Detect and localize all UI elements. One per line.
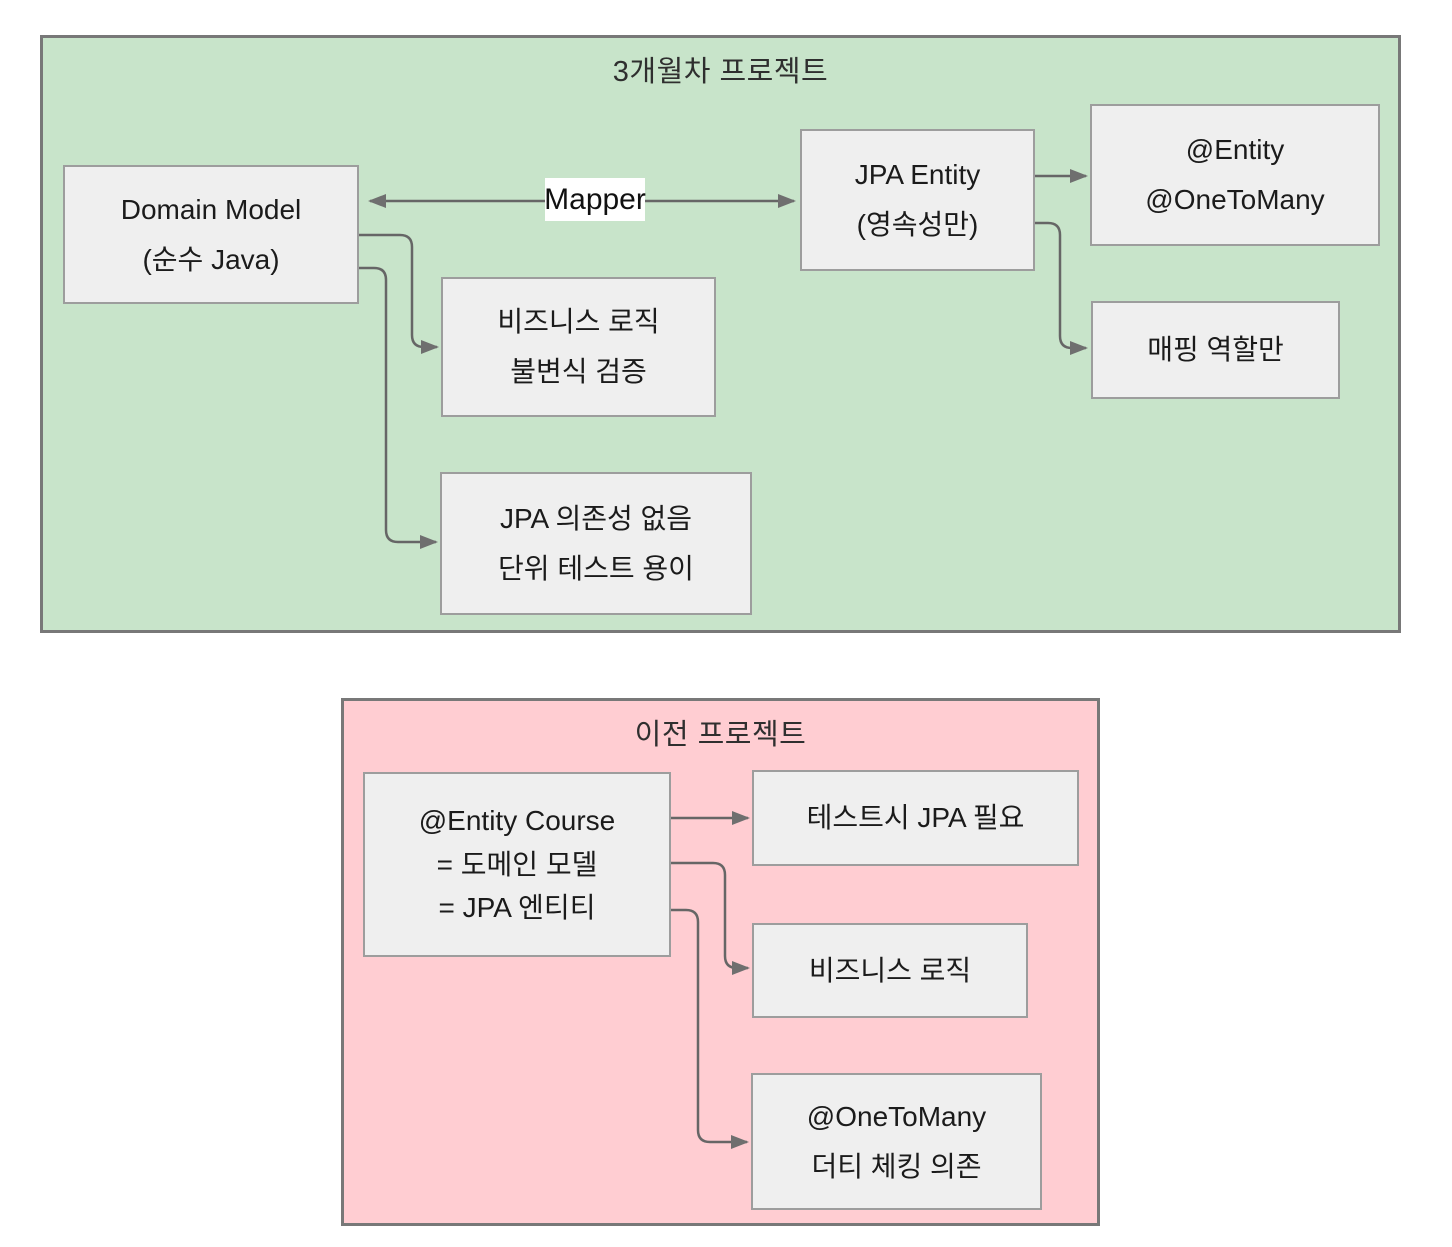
node-no-jpa-dependency: JPA 의존성 없음 단위 테스트 용이 xyxy=(440,472,752,615)
node-entity-course-line1: @Entity Course xyxy=(418,805,616,837)
node-mapping-role-line1: 매핑 역할만 xyxy=(1147,334,1284,366)
node-entity-onetomany-line1: @Entity xyxy=(1185,134,1285,166)
node-entity-onetomany-line2: @OneToMany xyxy=(1145,184,1325,215)
node-entity-course-line3: = JPA 엔티티 xyxy=(438,892,596,924)
node-onetomany-dirty-checking-line1: @OneToMany xyxy=(806,1100,987,1132)
node-no-jpa-dependency-line1: JPA 의존성 없음 xyxy=(499,502,693,534)
node-business-invariant: 비즈니스 로직 불변식 검증 xyxy=(441,277,716,417)
mapper-edge-label: Mapper xyxy=(544,178,646,221)
node-business-logic: 비즈니스 로직 xyxy=(752,923,1028,1018)
node-entity-course: @Entity Course = 도메인 모델 = JPA 엔티티 xyxy=(363,772,671,957)
node-entity-onetomany: @Entity @OneToMany xyxy=(1090,104,1380,246)
node-entity-course-line2: = 도메인 모델 xyxy=(436,848,598,880)
node-onetomany-dirty-checking-line2: 더티 체킹 의존 xyxy=(811,1150,982,1182)
section-current-project-title: 3개월차 프로젝트 xyxy=(612,56,829,88)
node-mapping-role: 매핑 역할만 xyxy=(1091,301,1340,399)
node-business-logic-line1: 비즈니스 로직 xyxy=(808,954,972,986)
node-jpa-entity-line2: (영속성만) xyxy=(856,209,979,240)
node-no-jpa-dependency-line2: 단위 테스트 용이 xyxy=(498,552,694,584)
node-business-invariant-line1: 비즈니스 로직 xyxy=(497,306,660,338)
node-test-jpa-required-line1: 테스트시 JPA 필요 xyxy=(806,802,1025,834)
node-domain-model-line2: (순수 Java) xyxy=(142,243,280,275)
node-test-jpa-required: 테스트시 JPA 필요 xyxy=(752,770,1079,866)
node-domain-model: Domain Model (순수 Java) xyxy=(63,165,359,304)
node-domain-model-line1: Domain Model xyxy=(120,193,302,225)
node-business-invariant-line2: 불변식 검증 xyxy=(510,356,647,387)
node-jpa-entity: JPA Entity (영속성만) xyxy=(800,129,1035,271)
section-previous-project-title: 이전 프로젝트 xyxy=(634,719,807,751)
node-onetomany-dirty-checking: @OneToMany 더티 체킹 의존 xyxy=(751,1073,1042,1210)
node-jpa-entity-line1: JPA Entity xyxy=(854,159,981,191)
